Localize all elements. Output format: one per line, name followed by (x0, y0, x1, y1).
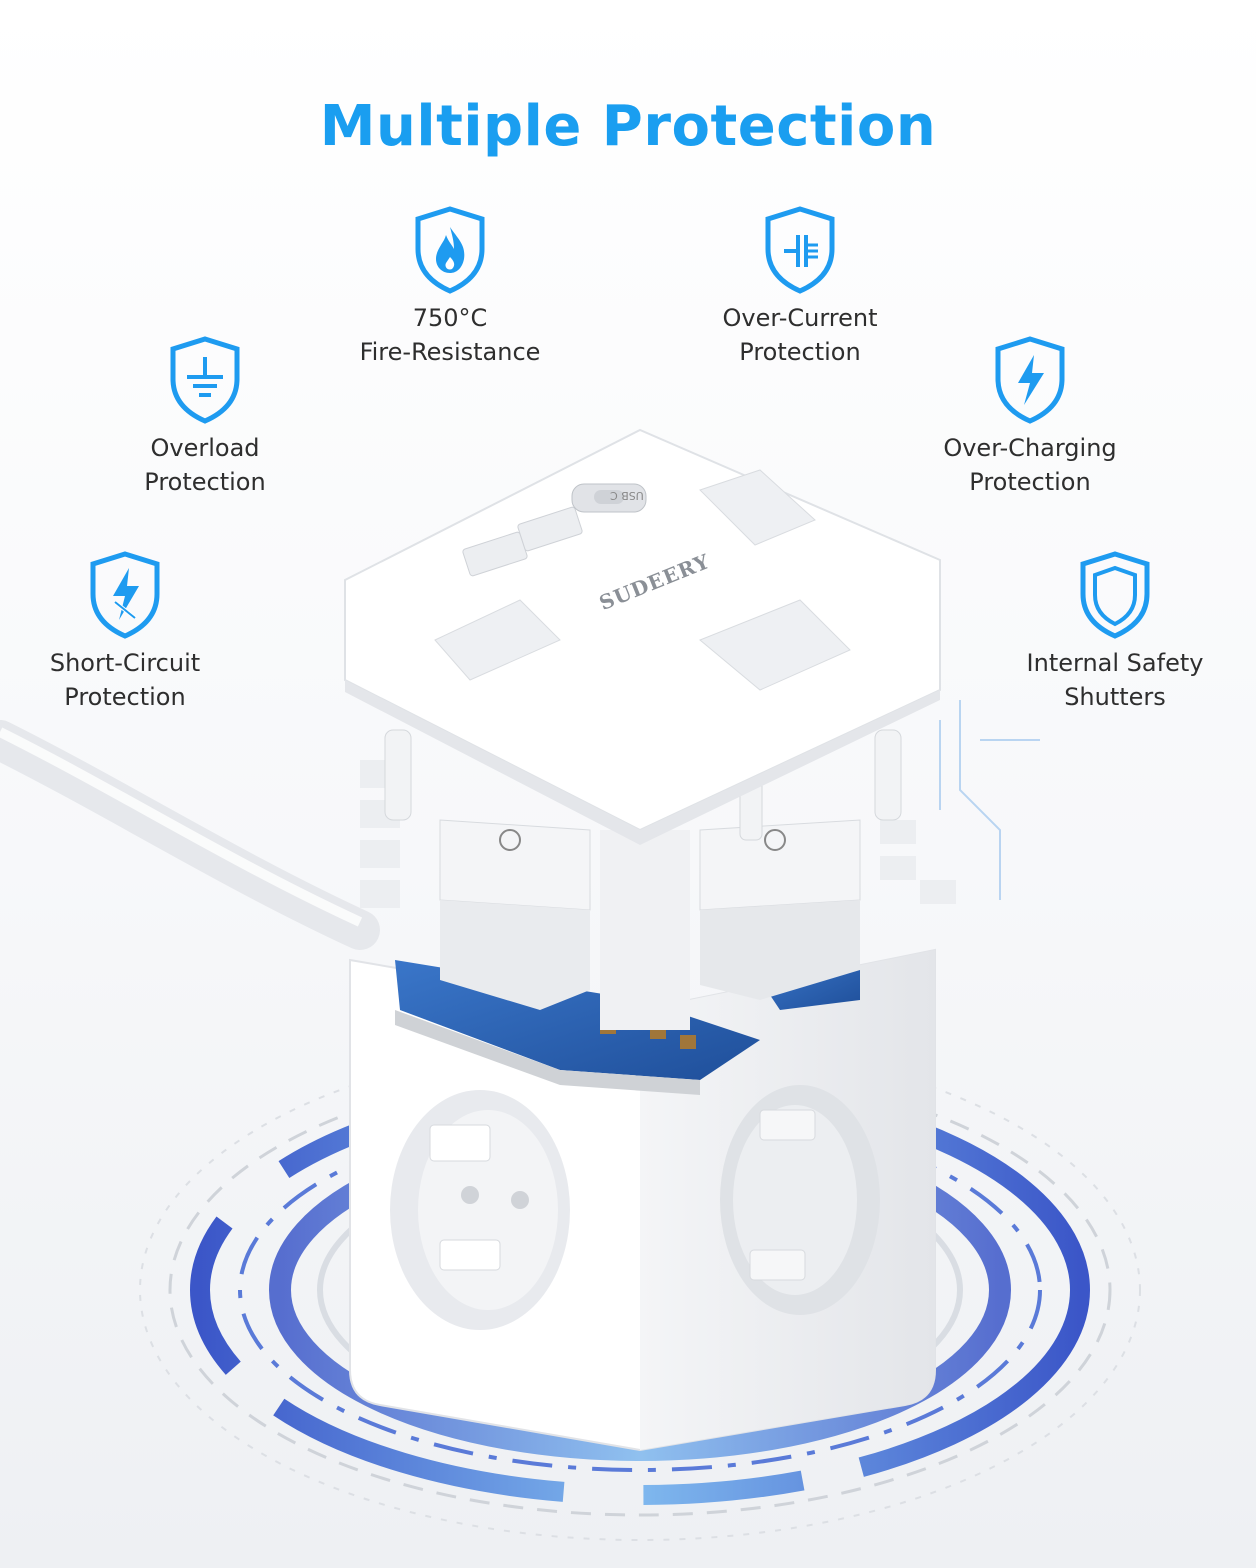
overload-line2: Protection (144, 468, 266, 496)
fire-shield-icon (415, 206, 485, 294)
short-line2: Protection (64, 683, 186, 711)
pin-prongs (384, 729, 902, 841)
page-title: Multiple Protection (319, 93, 937, 159)
cube-body (349, 948, 936, 1452)
fire-line2: Fire-Resistance (359, 338, 541, 366)
shutter-shield-icon (1080, 551, 1150, 639)
bolt-shield-icon (995, 336, 1065, 424)
shutter-line2: Shutters (1064, 683, 1166, 711)
fire-line1: 750°C (412, 304, 488, 332)
current-shield-icon (765, 206, 835, 294)
top-lid (344, 428, 941, 845)
current-line1: Over-Current (722, 304, 878, 332)
right-socket (720, 1085, 880, 1315)
current-line2: Protection (739, 338, 861, 366)
usb-c-label: USB C (610, 489, 644, 502)
left-socket (390, 1090, 570, 1330)
power-cable (0, 720, 380, 950)
shutter-modules (439, 819, 861, 1030)
short-line1: Short-Circuit (49, 649, 201, 677)
circuit-lines (939, 700, 1040, 900)
charging-line1: Over-Charging (943, 434, 1117, 462)
charging-line2: Protection (969, 468, 1091, 496)
background-blocks (360, 760, 956, 908)
shortcircuit-shield-icon (90, 551, 160, 639)
overload-line1: Overload (150, 434, 260, 462)
shutter-line1: Internal Safety (1026, 649, 1204, 677)
feature-fire-resistance: 750°C Fire-Resistance (340, 205, 560, 369)
usb-a-port-2 (517, 506, 583, 552)
ground-shield-icon (170, 336, 240, 424)
